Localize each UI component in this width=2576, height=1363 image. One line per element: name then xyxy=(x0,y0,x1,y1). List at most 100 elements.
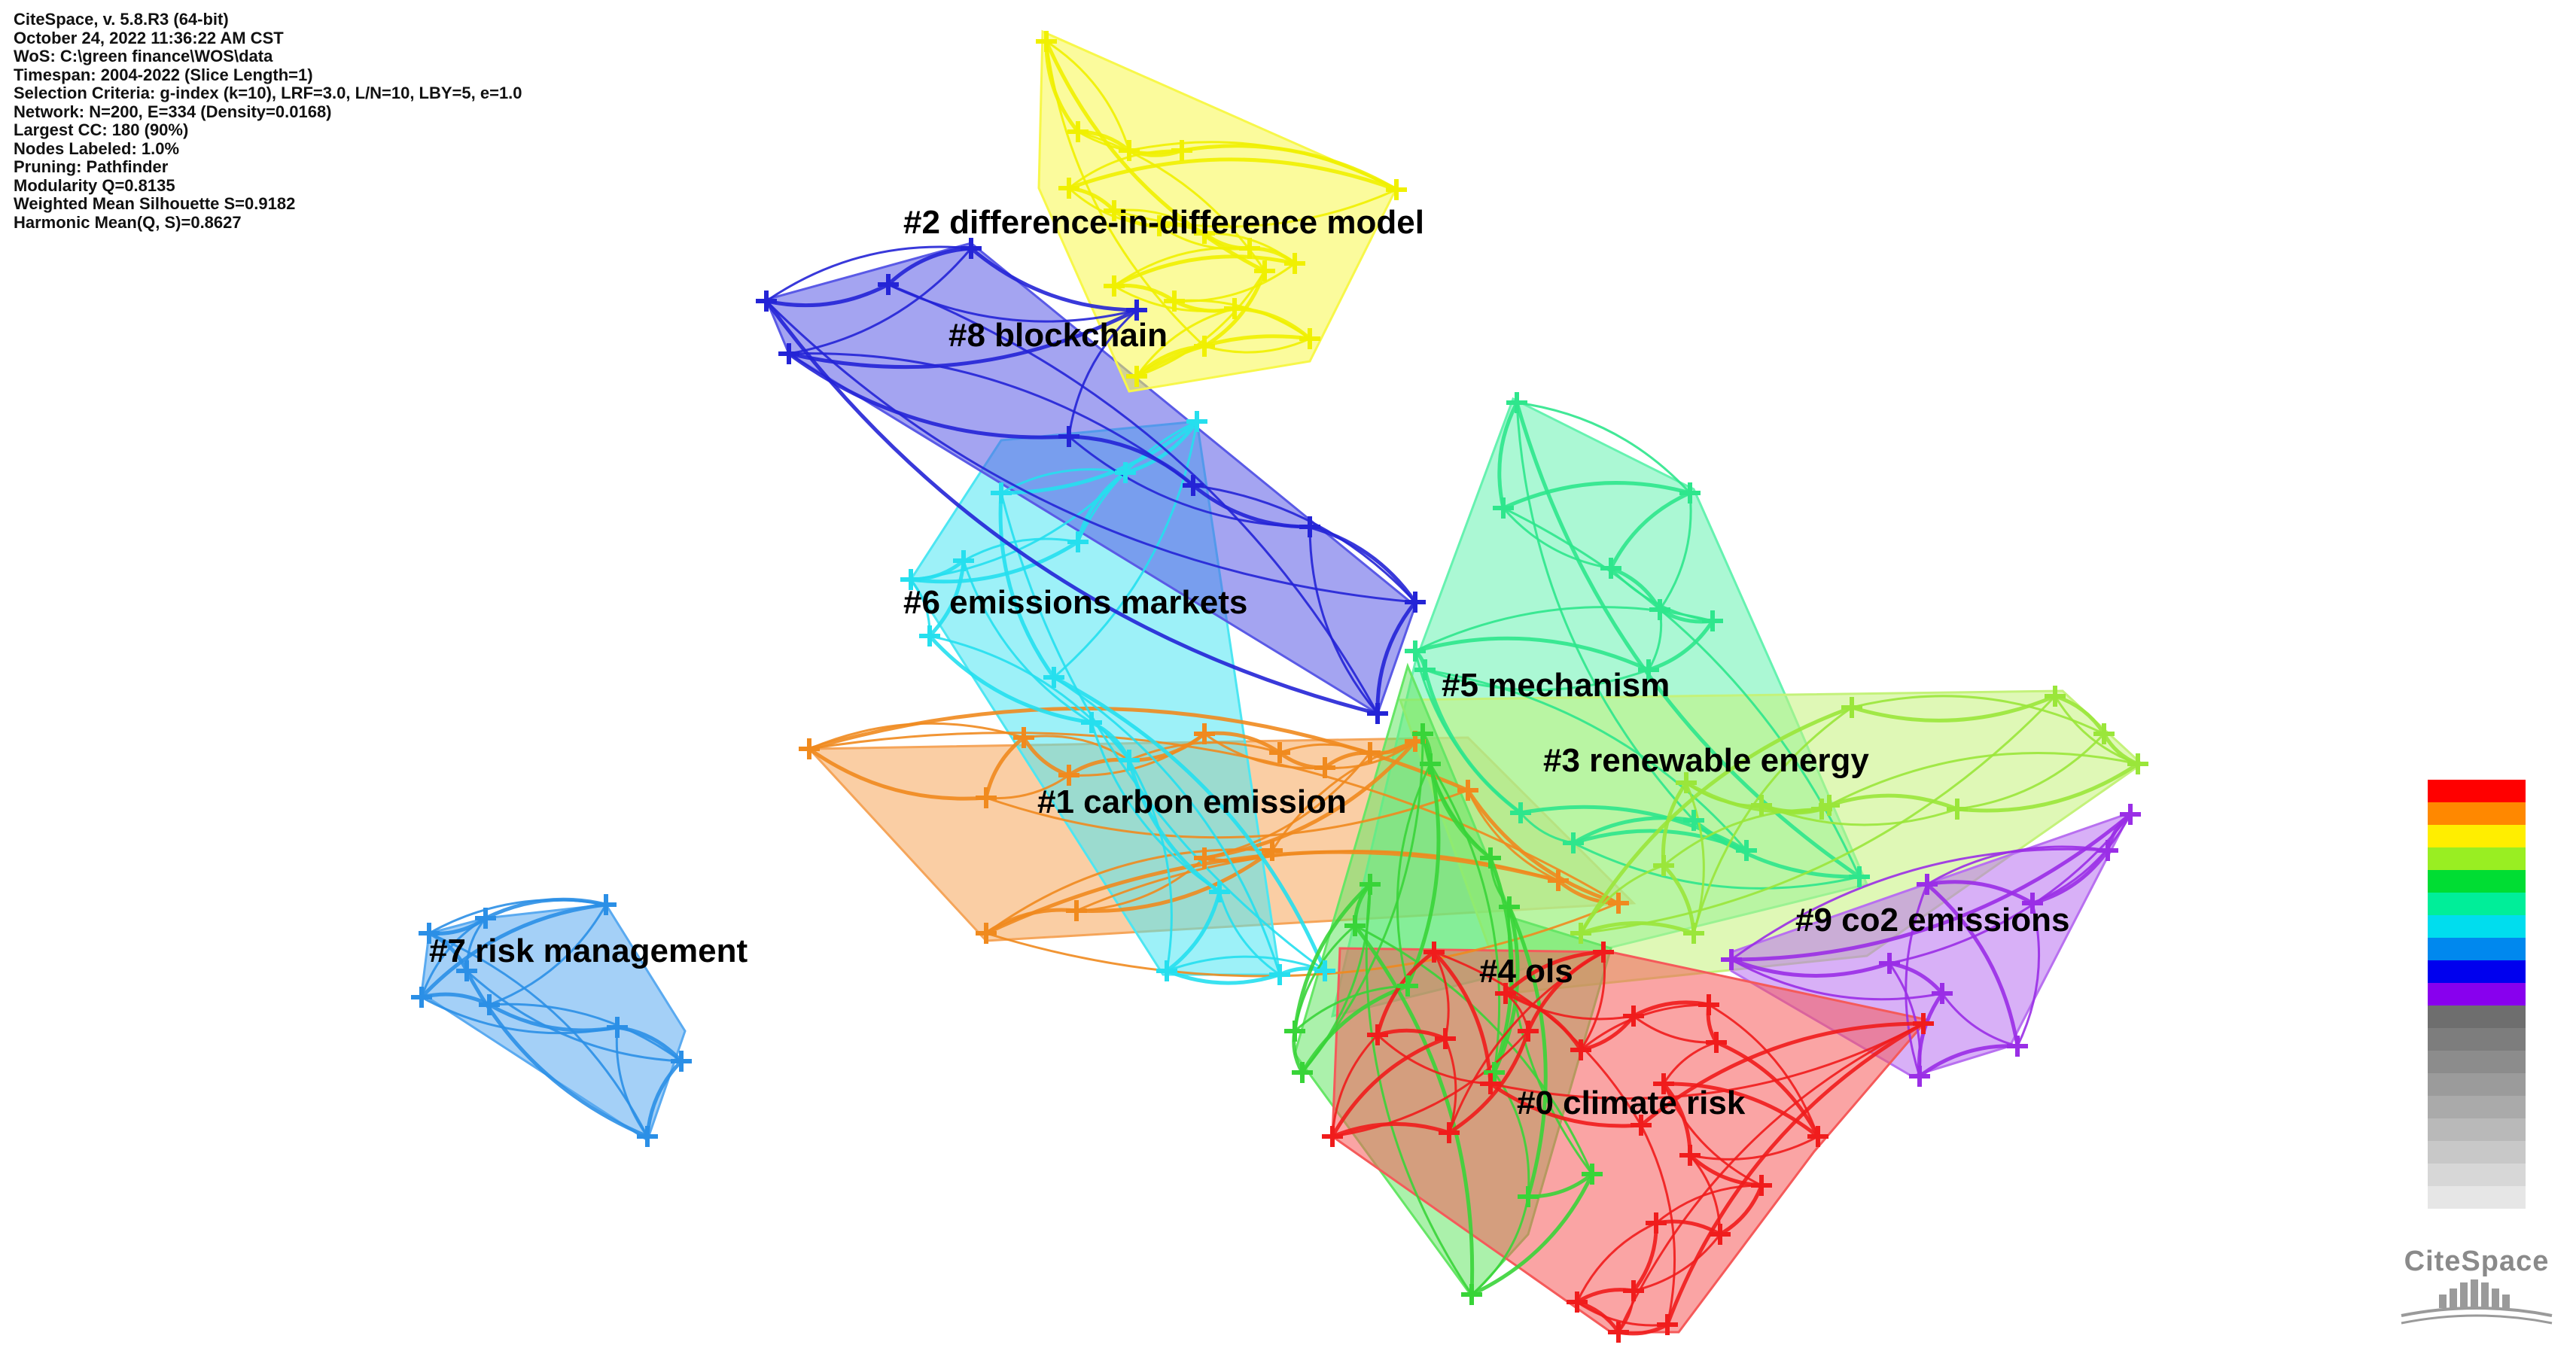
cluster-label-c5[interactable]: #5 mechanism xyxy=(1442,667,1670,704)
node-c3[interactable] xyxy=(1811,799,1832,820)
node-c7[interactable] xyxy=(607,1017,628,1038)
cluster-label-c7[interactable]: #7 risk management xyxy=(429,932,748,969)
node-c4[interactable] xyxy=(1420,753,1441,774)
node-c0[interactable] xyxy=(1367,1024,1388,1045)
node-c0[interactable] xyxy=(1623,1280,1644,1301)
node-c3[interactable] xyxy=(1751,795,1772,816)
node-c0[interactable] xyxy=(1435,1028,1456,1049)
node-c8[interactable] xyxy=(1299,516,1320,537)
node-c1[interactable] xyxy=(1194,847,1215,869)
node-c6[interactable] xyxy=(1115,462,1136,483)
node-c0[interactable] xyxy=(1608,1322,1629,1343)
node-c6[interactable] xyxy=(1209,881,1230,902)
node-c2[interactable] xyxy=(1224,298,1245,319)
node-c5[interactable] xyxy=(1849,866,1870,887)
node-c6[interactable] xyxy=(1269,964,1290,985)
node-c6[interactable] xyxy=(1314,960,1335,981)
node-c9[interactable] xyxy=(1909,1066,1930,1087)
node-c5[interactable] xyxy=(1405,640,1426,662)
node-c5[interactable] xyxy=(1414,659,1436,680)
cluster-label-c9[interactable]: #9 co2 emissions xyxy=(1795,902,2069,939)
node-c3[interactable] xyxy=(2093,723,2115,744)
node-c6[interactable] xyxy=(1081,712,1102,733)
node-c2[interactable] xyxy=(1149,215,1170,236)
node-c2[interactable] xyxy=(1284,253,1305,274)
node-c0[interactable] xyxy=(1913,1013,1934,1034)
node-c4[interactable] xyxy=(1499,896,1520,917)
node-c0[interactable] xyxy=(1679,1145,1701,1166)
node-c0[interactable] xyxy=(1751,1175,1772,1196)
node-c8[interactable] xyxy=(1405,592,1426,613)
node-c7[interactable] xyxy=(411,987,432,1008)
cluster-label-c2[interactable]: #2 difference-in-difference model xyxy=(903,204,1424,241)
cluster-label-c8[interactable]: #8 blockchain xyxy=(948,317,1168,354)
node-c3[interactable] xyxy=(1653,855,1674,876)
node-c1[interactable] xyxy=(1262,840,1283,861)
node-c8[interactable] xyxy=(756,291,777,312)
node-c1[interactable] xyxy=(976,787,997,808)
node-c0[interactable] xyxy=(1698,994,1719,1015)
node-c5[interactable] xyxy=(1600,558,1621,579)
node-c2[interactable] xyxy=(1036,31,1057,52)
node-c4[interactable] xyxy=(1344,915,1366,936)
node-c6[interactable] xyxy=(919,625,940,647)
node-c1[interactable] xyxy=(1314,757,1335,778)
node-c8[interactable] xyxy=(961,238,982,259)
node-c0[interactable] xyxy=(1518,1021,1539,1042)
node-c1[interactable] xyxy=(1269,742,1290,763)
node-c9[interactable] xyxy=(2022,893,2043,914)
node-c2[interactable] xyxy=(1254,260,1275,281)
node-c5[interactable] xyxy=(1679,482,1701,504)
node-c1[interactable] xyxy=(976,923,997,944)
node-c2[interactable] xyxy=(1386,179,1407,200)
node-c5[interactable] xyxy=(1563,832,1584,853)
node-c5[interactable] xyxy=(1493,497,1514,519)
node-c7[interactable] xyxy=(456,960,477,981)
node-c1[interactable] xyxy=(1360,742,1381,763)
node-c0[interactable] xyxy=(1439,1122,1460,1143)
node-c6[interactable] xyxy=(1119,750,1140,771)
node-c9[interactable] xyxy=(1721,949,1742,970)
node-c2[interactable] xyxy=(1119,140,1140,161)
node-c0[interactable] xyxy=(1495,983,1516,1004)
cluster-label-c4[interactable]: #4 ols xyxy=(1479,953,1573,990)
node-c6[interactable] xyxy=(1043,667,1064,688)
node-c6[interactable] xyxy=(1186,411,1207,432)
node-c1[interactable] xyxy=(799,738,820,759)
node-c2[interactable] xyxy=(1239,238,1260,259)
node-c3[interactable] xyxy=(2045,686,2066,707)
node-c2[interactable] xyxy=(1194,223,1215,244)
node-c4[interactable] xyxy=(1284,1021,1305,1042)
node-c3[interactable] xyxy=(1683,923,1704,944)
node-c5[interactable] xyxy=(1638,659,1659,680)
node-c2[interactable] xyxy=(1104,200,1125,221)
node-c9[interactable] xyxy=(1932,983,1953,1004)
node-c6[interactable] xyxy=(900,569,921,590)
node-c7[interactable] xyxy=(637,1126,658,1147)
node-c4[interactable] xyxy=(1480,847,1501,869)
node-c8[interactable] xyxy=(878,274,899,295)
node-c7[interactable] xyxy=(419,923,440,944)
node-c0[interactable] xyxy=(1567,1292,1588,1313)
node-c5[interactable] xyxy=(1736,840,1757,861)
node-c2[interactable] xyxy=(1126,366,1147,387)
node-c7[interactable] xyxy=(671,1051,692,1072)
node-c7[interactable] xyxy=(479,994,500,1015)
node-c4[interactable] xyxy=(1360,874,1381,895)
node-c2[interactable] xyxy=(1299,328,1320,349)
node-c4[interactable] xyxy=(1292,1062,1313,1083)
node-c9[interactable] xyxy=(1879,953,1900,974)
node-c2[interactable] xyxy=(1164,291,1185,312)
node-c7[interactable] xyxy=(475,908,496,929)
node-c2[interactable] xyxy=(1067,121,1089,142)
cluster-label-c3[interactable]: #3 renewable energy xyxy=(1543,742,1869,779)
node-c1[interactable] xyxy=(1058,765,1079,786)
node-c7[interactable] xyxy=(595,894,617,915)
node-c0[interactable] xyxy=(1480,1073,1501,1094)
node-c2[interactable] xyxy=(1171,140,1192,161)
cluster-label-c6[interactable]: #6 emissions markets xyxy=(903,584,1247,621)
node-c2[interactable] xyxy=(1058,178,1079,199)
node-c0[interactable] xyxy=(1807,1126,1828,1147)
node-c0[interactable] xyxy=(1710,1224,1731,1245)
